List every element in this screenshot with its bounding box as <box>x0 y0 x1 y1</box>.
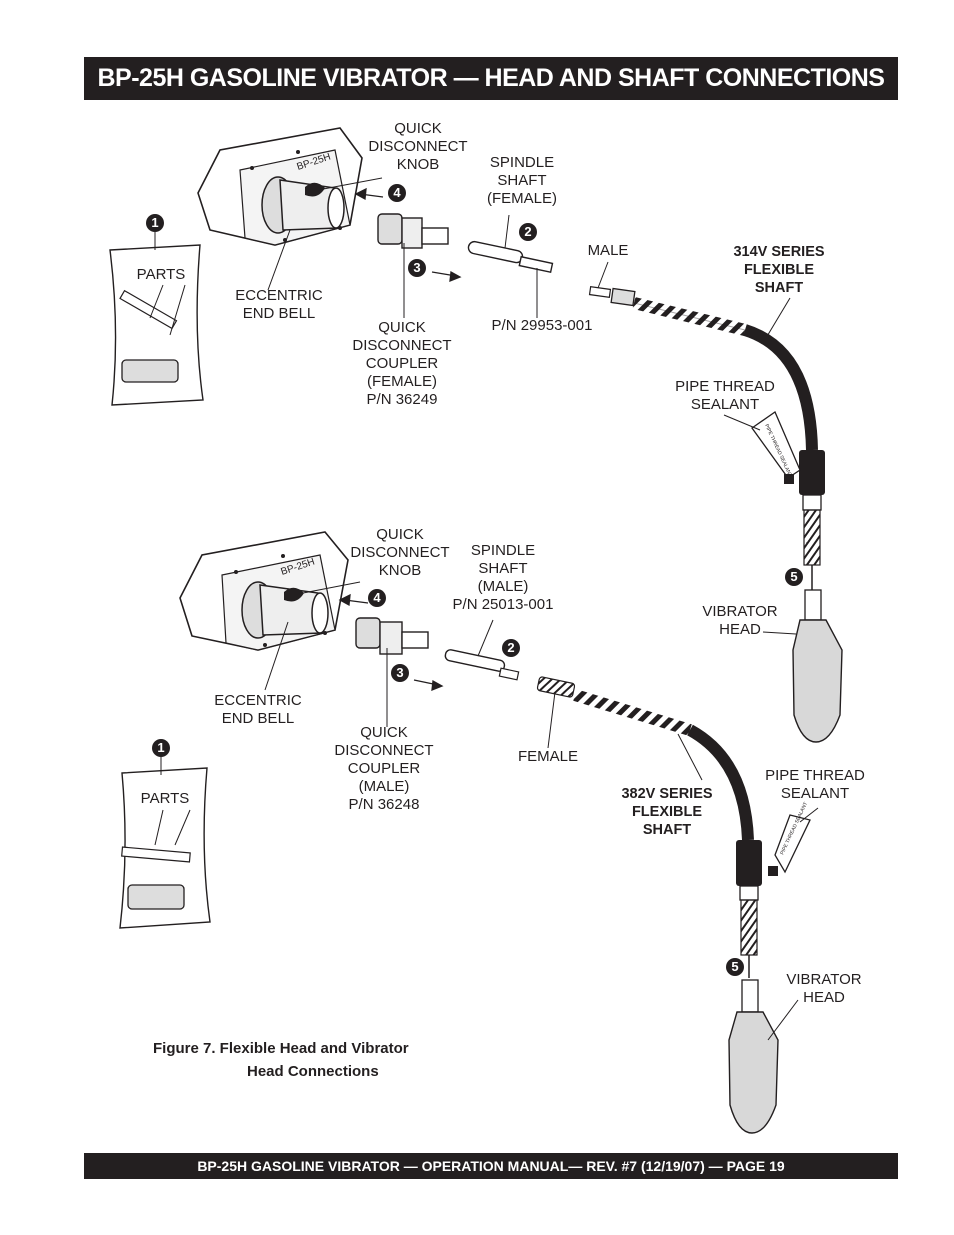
top-direction-arrows <box>354 187 462 283</box>
top-quick-disconnect-knob-label: QUICK DISCONNECT KNOB <box>368 120 468 173</box>
top-vibrator-head <box>792 589 843 743</box>
bottom-spindle-shaft <box>444 649 520 681</box>
page-title: BP-25H GASOLINE VIBRATOR — HEAD AND SHAF… <box>84 57 898 100</box>
bottom-flexible-shaft <box>536 676 762 978</box>
bottom-parts-card <box>119 767 211 929</box>
bottom-callout-5: 5 <box>726 958 744 976</box>
bottom-vibrator-head-label: VIBRATOR HEAD <box>786 971 862 1006</box>
bottom-eccentric-end-bell <box>241 581 329 639</box>
bottom-vibrator-head <box>728 979 779 1134</box>
top-series-label: 314V SERIES FLEXIBLE SHAFT <box>733 244 825 296</box>
bottom-series-label: 382V SERIES FLEXIBLE SHAFT <box>621 786 713 838</box>
figure-caption-line-1: Figure 7. Flexible Head and Vibrator <box>153 1040 409 1057</box>
bottom-pipe-thread-sealant-label: PIPE THREAD SEALANT <box>765 767 865 802</box>
bottom-sealant-tube <box>768 814 811 876</box>
top-parts-card <box>109 244 204 406</box>
page-footer: BP-25H GASOLINE VIBRATOR — OPERATION MAN… <box>84 1153 898 1179</box>
top-eccentric-end-bell-label: ECCENTRIC END BELL <box>235 287 323 322</box>
bottom-eccentric-end-bell-label: ECCENTRIC END BELL <box>214 692 302 727</box>
top-quick-disconnect-knob <box>305 182 325 197</box>
top-pipe-thread-sealant-label: PIPE THREAD SEALANT <box>675 378 775 413</box>
bottom-coupler-label: QUICK DISCONNECT COUPLER (MALE) P/N 3624… <box>334 724 434 813</box>
bottom-callout-1: 1 <box>152 739 170 757</box>
bottom-coupler <box>355 617 429 655</box>
bottom-direction-arrows <box>338 593 444 692</box>
top-sealant-tube <box>751 411 801 484</box>
bottom-spindle-shaft-label: SPINDLE SHAFT (MALE) P/N 25013-001 <box>452 542 554 613</box>
top-callout-4: 4 <box>388 184 406 202</box>
top-leader-lines <box>154 177 797 635</box>
top-vibrator-head-label: VIBRATOR HEAD <box>702 603 778 638</box>
top-spindle-pn-label: P/N 29953-001 <box>491 317 593 334</box>
top-callout-3: 3 <box>408 259 426 277</box>
top-spindle-shaft-label: SPINDLE SHAFT (FEMALE) <box>486 154 557 207</box>
bottom-callout-2: 2 <box>502 639 520 657</box>
top-callout-2: 2 <box>519 223 537 241</box>
bottom-quick-disconnect-knob <box>284 587 304 602</box>
bottom-female-label: FEMALE <box>517 748 578 765</box>
top-flexible-shaft <box>588 285 825 590</box>
top-spindle-shaft <box>467 240 554 274</box>
bottom-callout-3: 3 <box>391 664 409 682</box>
figure-caption-line-2: Head Connections <box>247 1063 379 1080</box>
top-coupler <box>377 213 449 249</box>
bottom-quick-disconnect-knob-label: QUICK DISCONNECT KNOB <box>350 526 450 579</box>
top-callout-5: 5 <box>785 568 803 586</box>
top-coupler-label: QUICK DISCONNECT COUPLER (FEMALE) P/N 36… <box>352 319 452 408</box>
top-callout-1: 1 <box>146 214 164 232</box>
top-parts-label: PARTS <box>136 266 186 283</box>
bottom-parts-label: PARTS <box>140 790 190 807</box>
bottom-leader-lines <box>154 581 819 1041</box>
top-male-label: MALE <box>587 242 629 259</box>
bottom-callout-4: 4 <box>368 589 386 607</box>
